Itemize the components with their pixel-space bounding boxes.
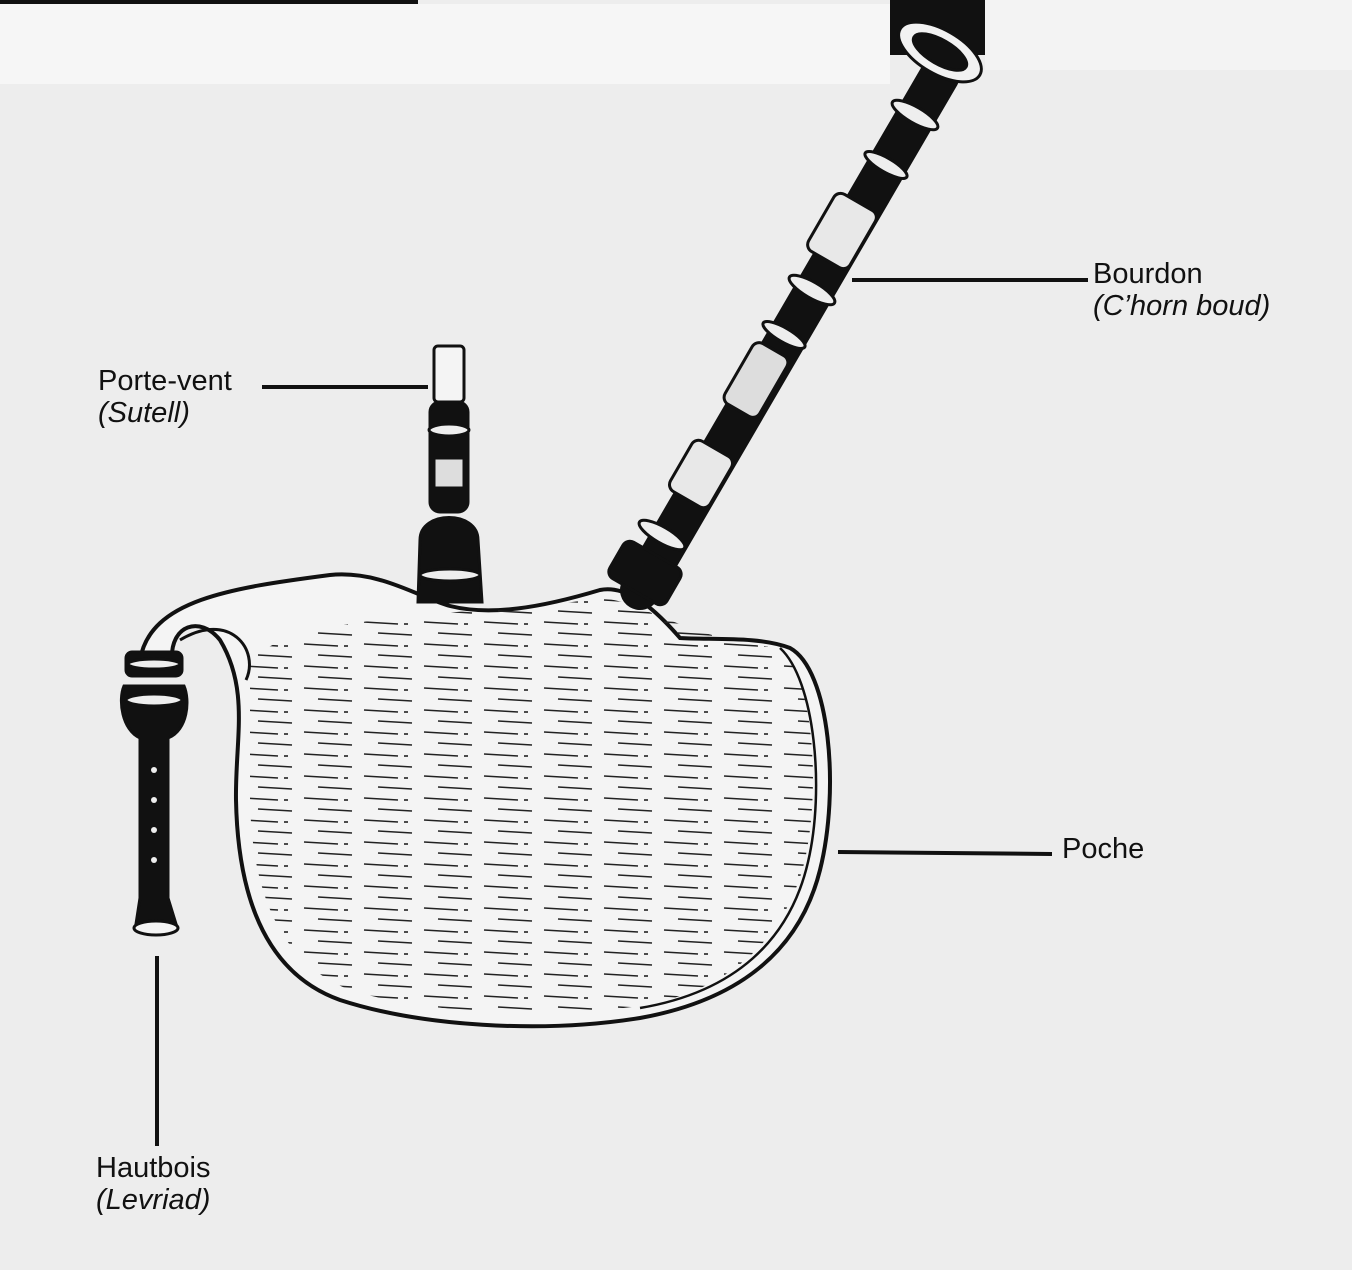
label-hautbois: Hautbois (Levriad) <box>96 1152 210 1216</box>
label-porte-vent: Porte-vent (Sutell) <box>98 365 232 429</box>
label-poche: Poche <box>1062 833 1144 865</box>
label-porte-vent-name: Porte-vent <box>98 365 232 397</box>
hautbois-chanter <box>119 627 251 937</box>
porte-vent-blowpipe <box>416 344 484 604</box>
bourdon-drone <box>607 20 983 610</box>
label-bourdon-name: Bourdon <box>1093 258 1203 290</box>
bag-seam <box>639 647 818 1010</box>
label-porte-vent-breton: (Sutell) <box>98 397 190 429</box>
scan-paper-band <box>0 4 890 84</box>
label-hautbois-name: Hautbois <box>96 1152 211 1184</box>
leader-lines <box>155 278 1088 1146</box>
label-bourdon-breton: (C’horn boud) <box>1093 290 1271 322</box>
scan-paper-band-right <box>985 0 1352 70</box>
label-poche-name: Poche <box>1062 833 1145 865</box>
label-bourdon: Bourdon (C’horn boud) <box>1093 258 1270 322</box>
bag-hatching <box>250 598 813 1013</box>
leader-poche <box>837 850 1053 856</box>
scan-edge-bar <box>0 0 418 4</box>
label-hautbois-breton: (Levriad) <box>96 1184 211 1216</box>
